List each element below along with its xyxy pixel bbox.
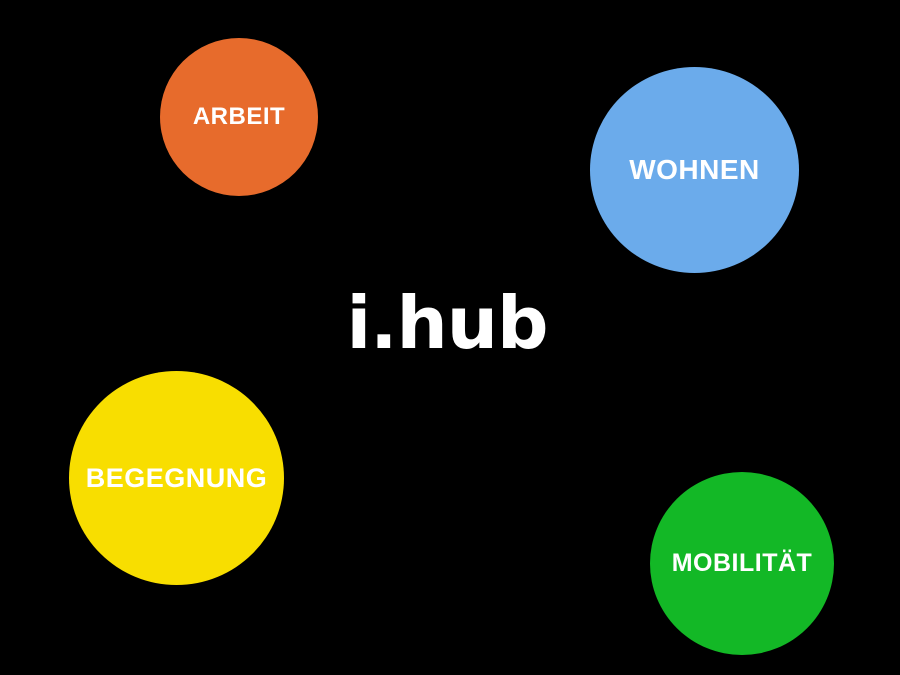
bubble-begegnung[interactable]: BEGEGNUNG xyxy=(69,371,284,585)
bubble-arbeit[interactable]: ARBEIT xyxy=(160,38,318,196)
bubble-arbeit-label: ARBEIT xyxy=(192,103,286,130)
bubble-wohnen[interactable]: WOHNEN xyxy=(590,67,799,273)
bubble-mobilitaet[interactable]: MOBILITÄT xyxy=(650,472,834,655)
logo-wordmark: i.hub xyxy=(346,287,548,359)
bubble-begegnung-label: BEGEGNUNG xyxy=(85,462,268,493)
bubble-mobilitaet-label: MOBILITÄT xyxy=(671,549,813,577)
logo-text: i.hub xyxy=(346,281,548,365)
bubble-wohnen-label: WOHNEN xyxy=(629,154,760,185)
